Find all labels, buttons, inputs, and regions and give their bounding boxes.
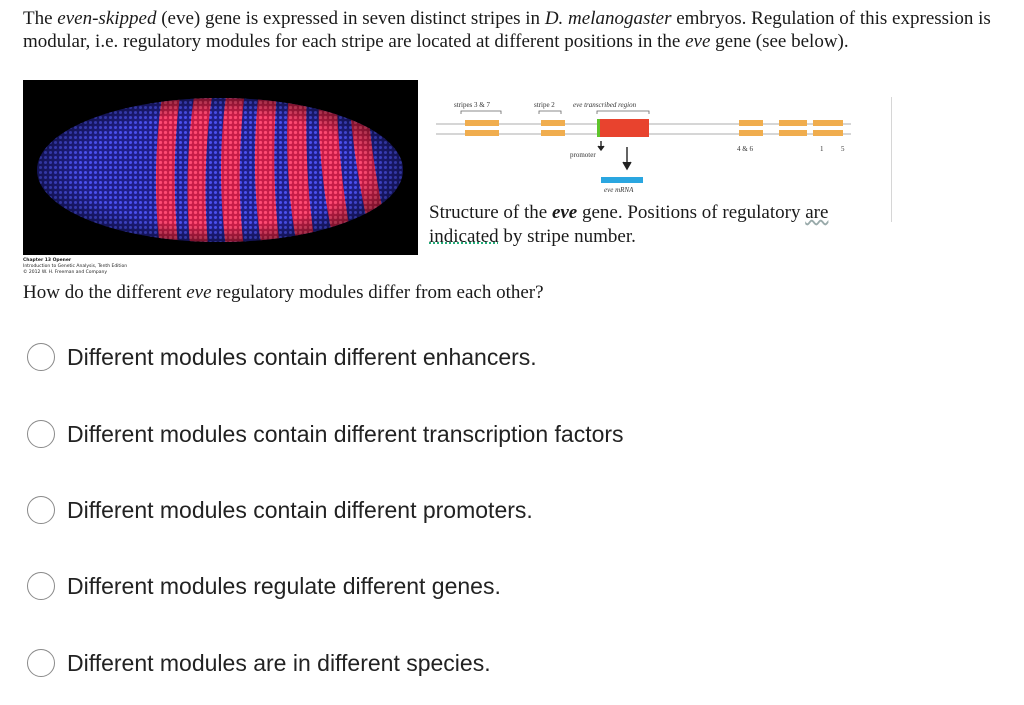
gene-diagram: stripes 3 & 7 stripe 2 eve transcribed r… [431,97,892,222]
label-stripes-3-7: stripes 3 & 7 [454,101,490,109]
radio-button[interactable] [27,649,55,677]
option-label[interactable]: Different modules contain different prom… [67,496,533,523]
credit-line: © 2012 W. H. Freeman and Company [23,270,108,275]
species-name: D. melanogaster [544,8,672,29]
question-text: How do the different eve regulatory modu… [23,281,544,305]
mrna-bar [601,177,643,183]
question-eve: eve [186,282,212,303]
embryo-svg [37,98,403,242]
answer-option[interactable]: Different modules are in different speci… [27,647,491,679]
brackets [460,110,650,114]
caption-part: by stripe number. [498,226,636,247]
module-1 [779,120,807,126]
answer-option[interactable]: Different modules contain different tran… [27,418,624,450]
gene-name: even-skipped [57,8,157,29]
module-4-6 [739,120,763,126]
radio-button[interactable] [27,572,55,600]
option-label[interactable]: Different modules regulate different gen… [67,572,501,599]
gene-diagram-svg: stripes 3 & 7 stripe 2 eve transcribed r… [436,101,851,194]
intro-part: gene (see below). [710,31,849,52]
caption-part: gene. Positions of regulatory [577,202,806,223]
label-transcribed-region: eve transcribed region [573,101,637,109]
module-5 [813,120,843,126]
question-part: regulatory modules differ from each othe… [211,282,544,303]
enhancer-modules [465,120,843,136]
module-3-7 [465,120,499,126]
caption-indicated: indicated [429,226,499,247]
option-label[interactable]: Different modules contain different enha… [67,343,537,370]
answer-option[interactable]: Different modules contain different enha… [27,341,537,373]
intro-text: The even-skipped (eve) gene is expressed… [23,7,993,53]
label-stripe-2: stripe 2 [534,101,555,109]
label-4-6: 4 & 6 [737,145,753,153]
embryo-image [23,80,418,255]
eve-name: eve [685,31,711,52]
intro-part: embryos. Regulation of this expression i… [23,8,991,52]
label-1: 1 [820,145,824,153]
caption-eve: eve [551,202,578,223]
transcribed-region [599,119,649,137]
embryo-shade [37,98,403,242]
figure-credit: Chapter 13 Opener Introduction to Geneti… [23,258,127,276]
label-5: 5 [841,145,845,153]
module-2 [541,120,565,126]
intro-part: The [23,8,58,29]
radio-button[interactable] [27,343,55,371]
credit-line: Chapter 13 Opener [23,258,72,263]
caption-part: Structure of the [429,202,552,223]
option-label[interactable]: Different modules are in different speci… [67,649,491,676]
radio-button[interactable] [27,420,55,448]
radio-button[interactable] [27,496,55,524]
label-promoter: promoter [570,151,596,159]
answer-option[interactable]: Different modules contain different prom… [27,494,533,526]
answer-option[interactable]: Different modules regulate different gen… [27,570,501,602]
promoter-mark [597,119,600,137]
option-label[interactable]: Different modules contain different tran… [67,420,624,447]
label-mrna: eve mRNA [604,186,634,194]
question-part: How do the different [23,282,187,303]
arrows [597,141,632,171]
figure-caption: Structure of the eve gene. Positions of … [429,201,849,249]
credit-line: Introduction to Genetic Analysis, Tenth … [23,264,128,269]
figure: stripes 3 & 7 stripe 2 eve transcribed r… [23,80,892,275]
caption-are: are [805,202,829,223]
intro-part: (eve) gene is expressed in seven distinc… [156,8,545,29]
